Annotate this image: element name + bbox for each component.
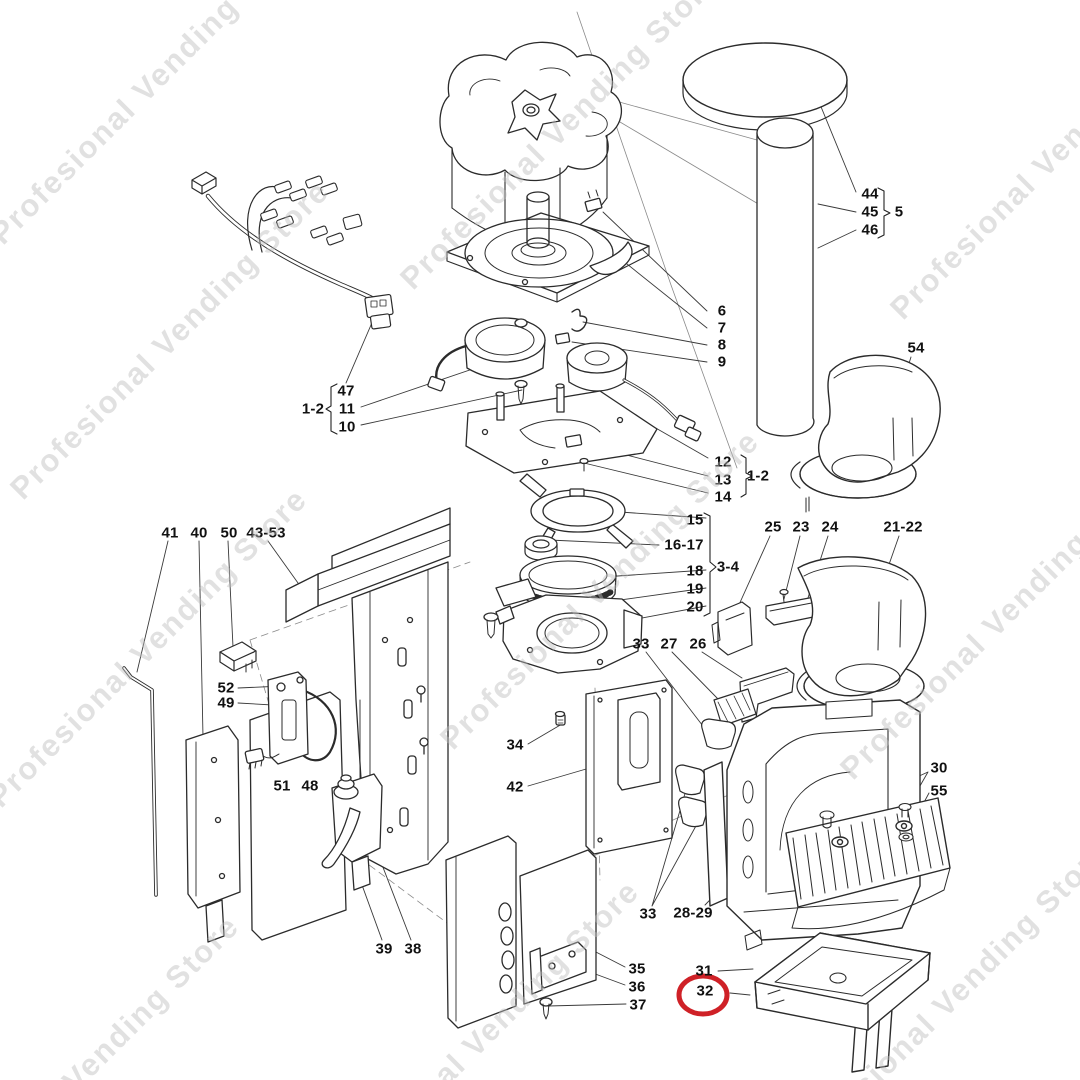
drip-grate xyxy=(785,797,951,930)
tab-33c xyxy=(678,796,709,828)
screw-37 xyxy=(539,997,553,1020)
panel-42 xyxy=(554,679,673,855)
harness-terminals xyxy=(260,175,363,246)
funnel-21-body xyxy=(797,556,927,697)
pin-34 xyxy=(554,710,566,726)
bracket-5 xyxy=(877,187,891,239)
screw-14 xyxy=(579,457,589,472)
wire-hook-8 xyxy=(571,308,588,332)
funnel-54-body xyxy=(818,354,941,483)
screw-52 xyxy=(276,682,286,692)
bracket-1-2-left xyxy=(325,383,338,435)
bracket-1-2-right xyxy=(740,454,753,498)
panel-35 xyxy=(445,835,517,1029)
small-parts-26-27-33 xyxy=(675,667,795,828)
drip-tray-32 xyxy=(754,932,931,1073)
gearmotor xyxy=(427,317,546,405)
block-9 xyxy=(554,332,571,345)
bolt xyxy=(483,612,499,639)
screw-23 xyxy=(779,588,789,603)
rod-41 xyxy=(122,666,158,897)
screw-10 xyxy=(514,379,528,405)
highlight-ellipse xyxy=(676,973,730,1017)
connector-51 xyxy=(244,747,265,764)
group-brackets xyxy=(325,187,891,617)
platter-cutout xyxy=(589,241,633,276)
funnel-21-22 xyxy=(796,556,927,711)
bottom-panels xyxy=(445,835,597,1029)
bracket-25 xyxy=(717,601,753,656)
harness-multipin-connector xyxy=(364,293,394,330)
switch-6 xyxy=(584,197,603,213)
hatched-plate-27 xyxy=(713,688,757,727)
column-tube xyxy=(756,132,815,437)
column-assembly xyxy=(682,42,848,437)
funnel-54 xyxy=(790,354,941,513)
microswitch-13 xyxy=(564,434,583,448)
wiring-harness xyxy=(191,171,394,330)
brew-lever xyxy=(321,773,383,891)
housing-bracket xyxy=(483,578,643,674)
washer-55 xyxy=(898,832,914,842)
clover-canister xyxy=(439,41,623,243)
screws-30-55 xyxy=(819,802,914,842)
side-panel-40 xyxy=(185,725,241,943)
flanged-nut xyxy=(524,535,558,561)
tab-33b xyxy=(675,764,706,796)
ring-clamp-15 xyxy=(519,473,634,551)
turntable-assembly xyxy=(446,189,650,345)
cam-arm xyxy=(321,807,361,869)
tab-33a xyxy=(701,718,736,750)
lid-disc xyxy=(682,42,848,118)
platter xyxy=(464,218,614,288)
mounting-plate xyxy=(465,383,658,474)
bracket-3-4 xyxy=(703,512,717,617)
sensor-bracket xyxy=(244,671,337,770)
harness-connector-end xyxy=(191,171,217,195)
relay-50 xyxy=(219,641,257,673)
center-shaft xyxy=(526,196,550,244)
